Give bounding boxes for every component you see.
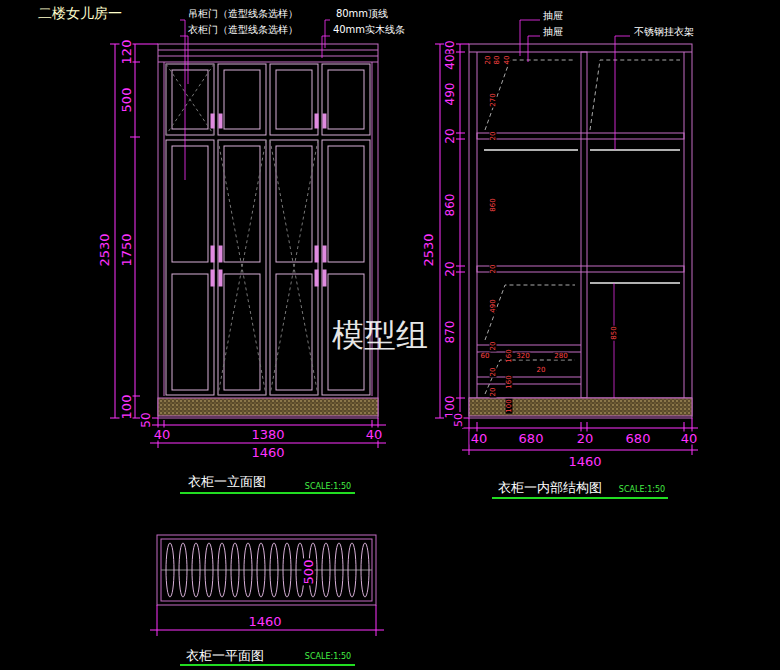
dimension-label: 40 [504,55,511,66]
dimension-label: 860 [490,197,497,212]
dimension-label: 100 [120,394,133,421]
drawing-note: 衣柜一内部结构图 [497,481,603,494]
dimension-label: 850 [611,325,618,340]
dimension-label: 1460 [247,615,282,628]
dimension-label: 270 [490,92,497,107]
dimension-label: 490 [490,298,497,313]
dimension-label: 20 [490,387,497,398]
dimension-label: 320 [515,353,530,360]
dimension-label: 680 [518,432,545,445]
drawing-note: 抽屉 [542,11,564,21]
dimension-label: 20 [576,432,595,445]
drawing-note: 80mm顶线 [335,9,389,19]
dimension-label: 40 [680,432,699,445]
dimension-label: 1380 [250,428,285,441]
drawing-note: 40mm实木线条 [332,25,406,35]
dimension-label: 490 [444,82,456,107]
dimension-label: 60 [480,353,491,360]
dimension-label: 160 [506,348,513,363]
drawing-note: 衣柜一平面图 [185,649,265,662]
dimension-label: 2530 [422,232,435,267]
watermark: 模型组 [331,319,429,351]
sheet-title: 二楼女儿房一 [37,6,123,20]
dimension-label: 860 [444,193,456,218]
drawing-note: 衣柜门（造型线条选样） [187,25,299,35]
dimension-label: 500 [302,559,315,586]
dimension-label: 100 [506,398,513,413]
dimension-label: 20 [490,367,497,378]
dimension-label: 50 [140,411,152,428]
dimension-label: 20 [444,127,456,144]
dimension-label: 160 [506,374,513,389]
dimension-label: 20 [490,131,497,142]
dimension-label: 80 [494,55,501,66]
dimension-label: 40 [365,428,384,441]
drawing-note: 衣柜一立面图 [187,475,267,488]
dimension-label: 50 [453,412,464,428]
dimension-label: 20 [490,264,497,275]
dimension-label: 120 [120,39,133,66]
dimension-label: 1460 [250,446,285,459]
dimension-label: 870 [444,320,456,345]
scale-note: SCALE:1:50 [618,486,666,494]
dimension-label: 40 [153,428,172,441]
drawing-note: 不锈钢挂衣架 [633,27,695,37]
dimension-label: 20 [485,55,492,66]
scale-note: SCALE:1:50 [304,653,352,661]
dimension-label: 1750 [120,232,133,267]
dimension-label: 680 [625,432,652,445]
drawing-note: 抽屉 [542,27,564,37]
drawing-note: 吊柜门（造型线条选样） [187,9,299,19]
dimension-label: 40 [470,432,489,445]
dimension-label: 20 [536,367,547,374]
dimension-label: 40 [444,53,456,70]
dimension-label: 280 [553,353,568,360]
dimension-label: 20 [444,260,456,277]
dimension-label: 1460 [567,455,602,468]
dimension-label: 2530 [98,232,111,267]
dimension-label: 500 [120,87,133,114]
scale-note: SCALE:1:50 [304,483,352,491]
dimension-label: 20 [490,341,497,352]
